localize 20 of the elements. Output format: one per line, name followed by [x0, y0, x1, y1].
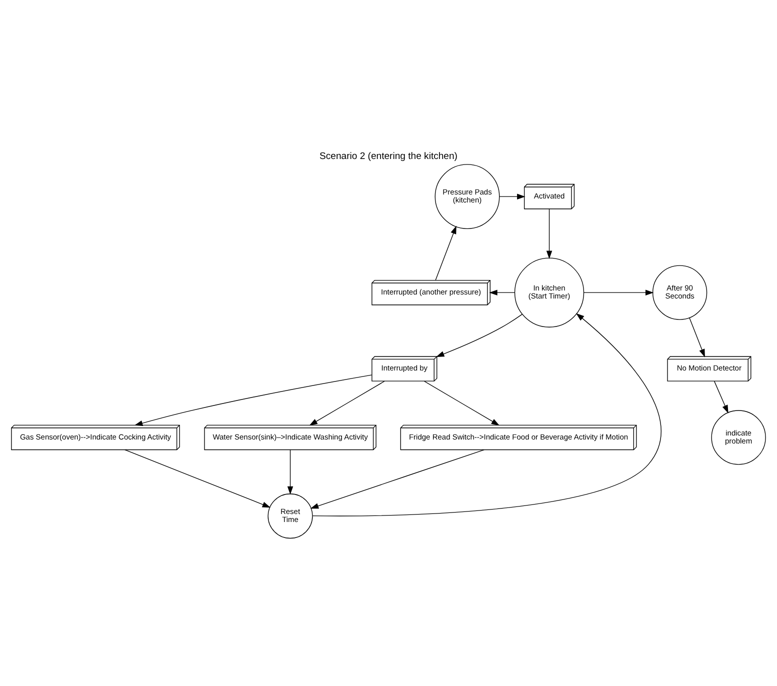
arrow [287, 449, 294, 494]
arrow [499, 193, 526, 199]
arrow [489, 289, 515, 295]
node-circle: Reset Time [268, 493, 313, 538]
arrow [436, 313, 523, 356]
node-circle: indicate problem [711, 410, 766, 464]
arrow [424, 380, 500, 426]
arrow [134, 374, 372, 426]
arrow [546, 208, 552, 258]
arrow [584, 289, 654, 295]
arrow [124, 448, 271, 508]
node-circle: Pressure Pads (kitchen) [434, 164, 500, 229]
arrow [312, 312, 662, 516]
diagram-title: Scenario 2 (entering the kitchen) [320, 150, 458, 162]
arrow [714, 380, 728, 413]
arrow [435, 225, 456, 280]
arrow [310, 448, 484, 508]
arrow [309, 380, 385, 426]
arrow [689, 317, 705, 357]
node-circle: After 90 Seconds [652, 264, 708, 320]
